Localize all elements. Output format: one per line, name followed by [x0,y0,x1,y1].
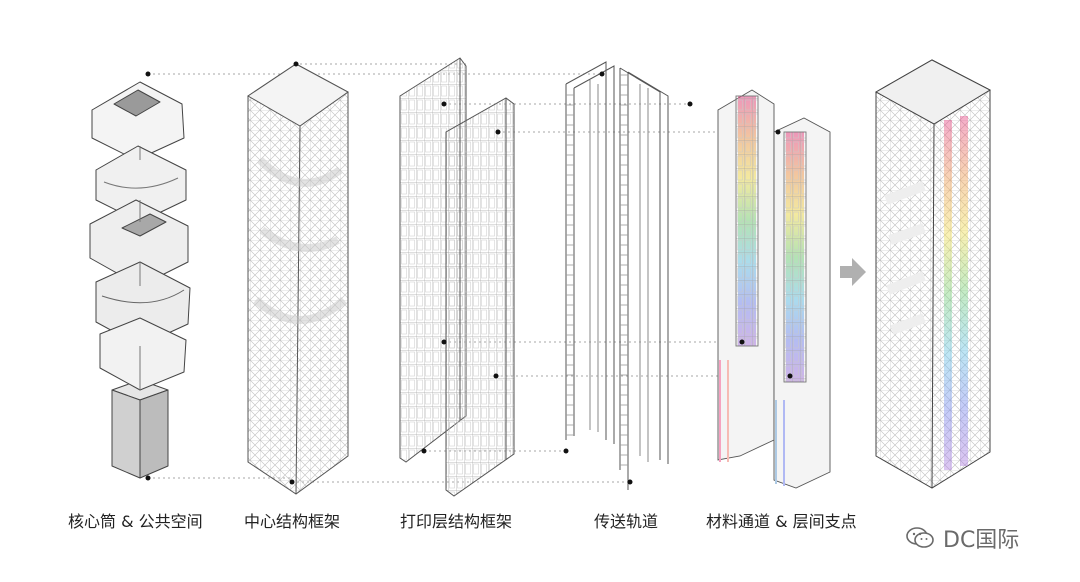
caption-conveyor-track: 传送轨道 [594,512,659,531]
central-frame-model [247,61,349,495]
conveyor-track-model [563,61,669,490]
watermark: DC国际 [905,522,1019,554]
assembled-tower-model [874,59,992,489]
watermark-text: DC国际 [943,528,1020,553]
caption-printing-frame: 打印层结构框架 [400,512,513,531]
combine-arrow-icon [840,258,866,286]
caption-material-channel: 材料通道 & 层间支点 [706,512,857,531]
wechat-icon [906,527,934,548]
printing-frame-model [399,57,515,497]
caption-core-tube: 核心筒 & 公共空间 [68,512,203,531]
caption-central-frame: 中心结构框架 [244,512,341,531]
material-channel-model [687,89,831,489]
core-tube-model [89,71,191,481]
